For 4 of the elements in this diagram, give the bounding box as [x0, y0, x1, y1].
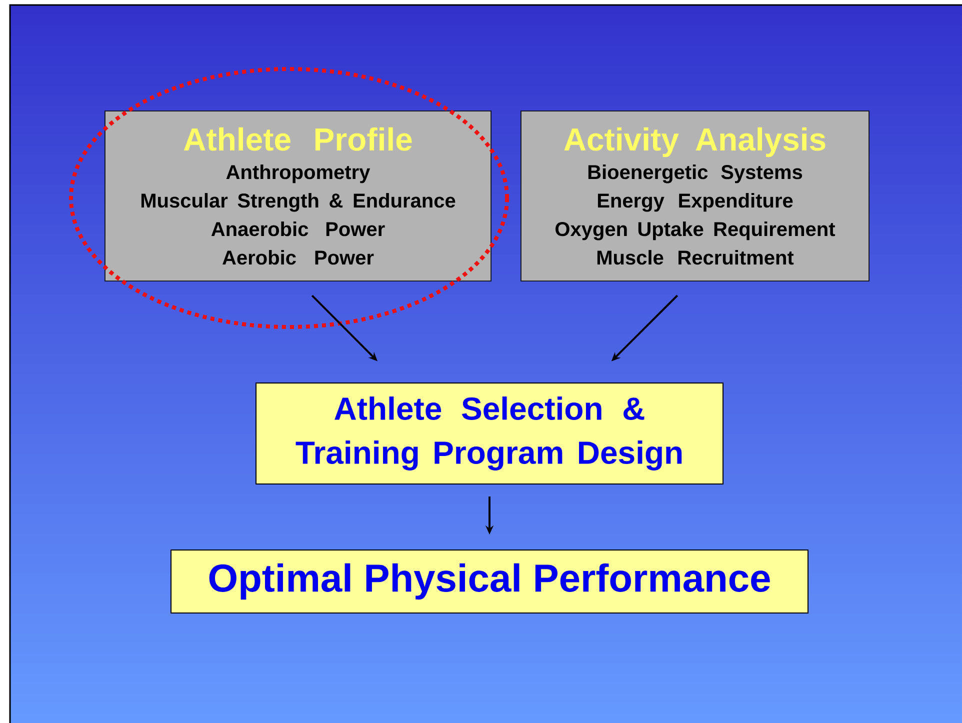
category-box: Activity Analysis Bioenergetic Systems Energy Expenditure Oxygen Uptake Requirement Muscle Recruitment: [520, 110, 870, 282]
category-box: Athlete Profile Anthropometry Muscular Strength & Endurance Anaerobic Power Aerobic Power: [104, 110, 492, 282]
process-box: Athlete Selection & Training Program Design: [256, 382, 724, 484]
result-box: Optimal Physical Performance: [170, 550, 808, 614]
